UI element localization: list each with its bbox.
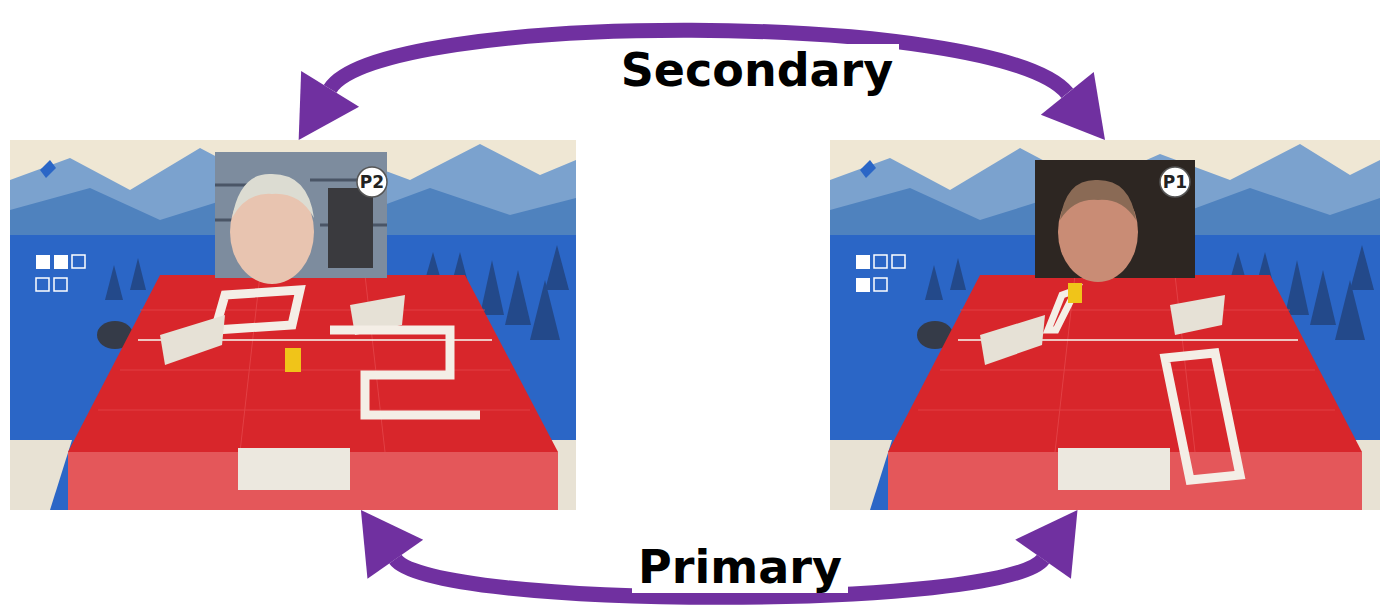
player-badge: P1 [1163, 172, 1187, 192]
arrow-head [299, 71, 359, 140]
arrow-head [361, 510, 423, 579]
game-screen: P2 [10, 140, 576, 510]
curved-double-arrow [299, 30, 1105, 140]
edge-label: Secondary [615, 44, 900, 96]
curved-double-arrow [361, 510, 1078, 597]
game-screenshot [830, 140, 1380, 510]
game-screen: P1 [830, 140, 1380, 510]
player-badge: P2 [360, 172, 384, 192]
edge-label: Primary [632, 541, 848, 593]
arrow-head [1015, 510, 1077, 579]
arrow-head [1041, 72, 1105, 140]
game-screenshot [10, 140, 576, 510]
